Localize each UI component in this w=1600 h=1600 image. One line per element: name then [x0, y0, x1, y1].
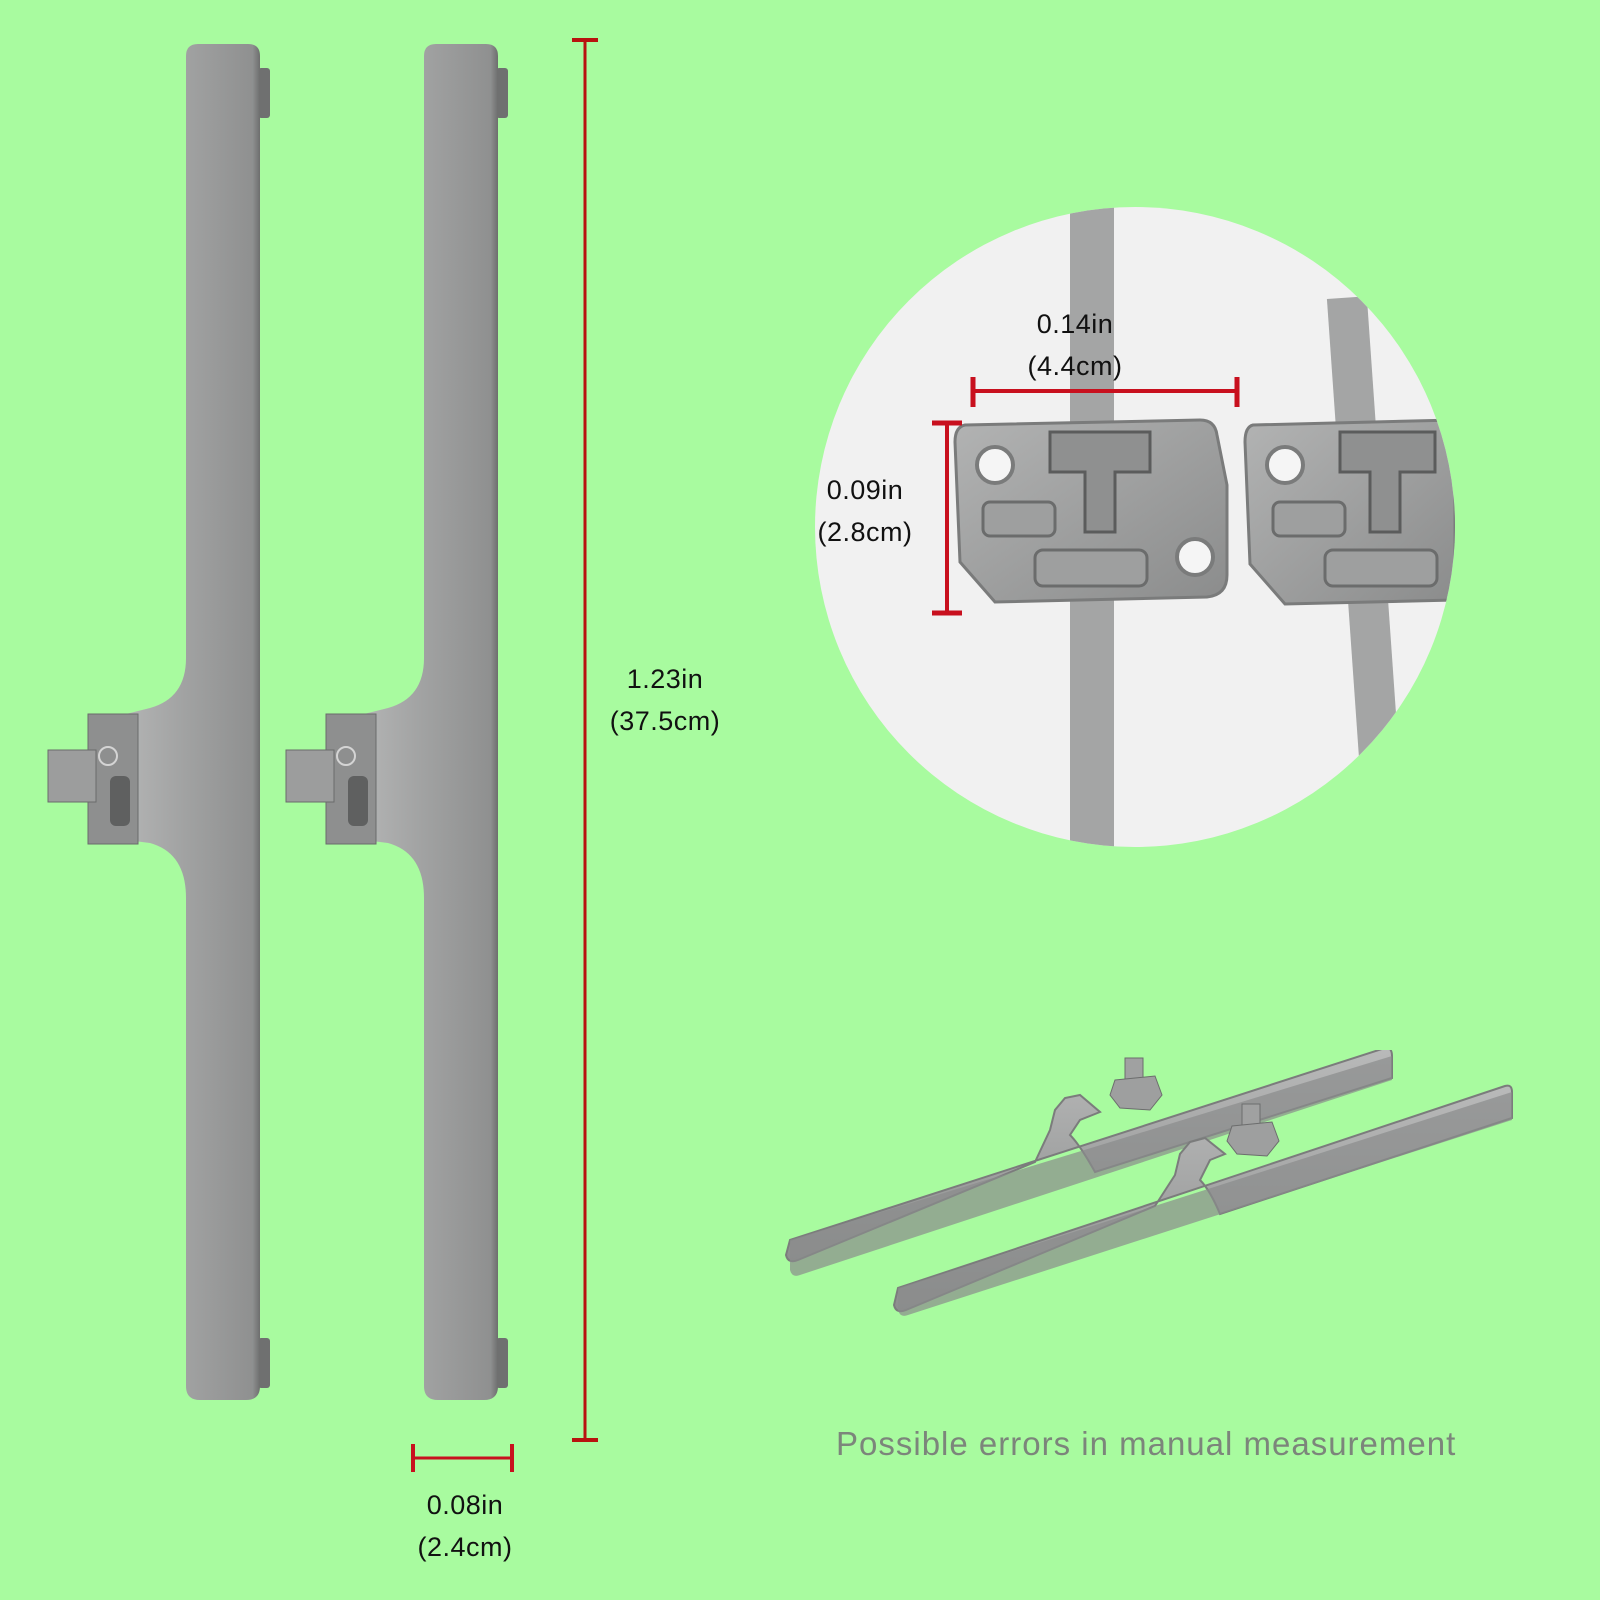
plate-width-inches: 0.14in — [1036, 309, 1114, 339]
width-inches: 0.08in — [426, 1490, 504, 1520]
stand-leg-left — [47, 44, 270, 1400]
length-dimension-line — [572, 38, 598, 1442]
stand-legs-perspective — [784, 1050, 1513, 1316]
width-cm: (2.4cm) — [417, 1532, 513, 1562]
width-label: 0.08in (2.4cm) — [390, 1484, 540, 1568]
length-label: 1.23in (37.5cm) — [590, 658, 740, 742]
plate-height-cm: (2.8cm) — [817, 517, 913, 547]
plate-width-label: 0.14in (4.4cm) — [995, 303, 1155, 387]
measurement-disclaimer: Possible errors in manual measurement — [836, 1425, 1457, 1462]
detail-inset-circle: 0.14in (4.4cm) 0.09in (2.8cm) — [815, 207, 1455, 847]
length-cm: (37.5cm) — [609, 706, 721, 736]
plate-height-inches: 0.09in — [826, 475, 904, 505]
plate-width-cm: (4.4cm) — [1027, 351, 1123, 381]
length-inches: 1.23in — [626, 664, 704, 694]
stand-leg-right — [285, 44, 508, 1400]
width-dimension-line — [411, 1444, 514, 1472]
mounting-plate-illustration — [932, 207, 1455, 847]
plate-height-label: 0.09in (2.8cm) — [815, 469, 930, 553]
